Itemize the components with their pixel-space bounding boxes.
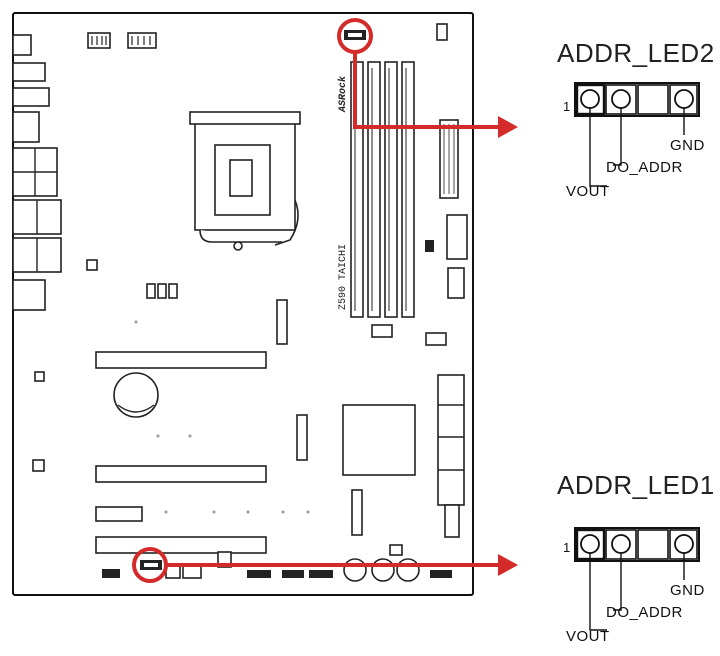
bottom-header-1 (102, 569, 120, 578)
arrow-head-top (498, 116, 518, 138)
bottom-header-6 (282, 570, 304, 578)
pinout-addr-led1: ADDR_LED1 1 GND DO_ADDR VOUT (557, 470, 715, 645)
fan-header-top (436, 23, 448, 41)
io-port-3 (12, 87, 50, 107)
bottom-round-3 (396, 558, 420, 582)
bottom-header-3 (182, 565, 202, 579)
pin-key (637, 529, 669, 560)
callout-line-top (353, 52, 500, 129)
m2-slot-2 (296, 414, 308, 461)
socket-retention-top (189, 111, 301, 125)
silkscreen-brand: ASRock (337, 75, 349, 113)
io-port-4 (12, 111, 40, 143)
header-title: ADDR_LED1 (557, 470, 715, 500)
pin-vout (580, 89, 600, 109)
chipset (342, 404, 416, 476)
connector-right-2 (425, 332, 447, 346)
bottom-header-8 (430, 570, 452, 578)
dimm-slot-4 (401, 61, 415, 318)
m2-slot-3 (351, 489, 363, 536)
cpu-power-connector-1 (87, 32, 111, 49)
io-port-5 (12, 279, 46, 311)
bottom-header-2 (165, 565, 181, 579)
label-do-addr: DO_ADDR (606, 159, 683, 176)
dimm-slot-3 (384, 61, 398, 318)
fan-header-mid (371, 324, 393, 338)
small-part-2 (389, 544, 403, 556)
io-port-1 (12, 34, 32, 56)
small-part (425, 240, 434, 252)
cmos-battery (113, 372, 159, 418)
m2-slot-1 (276, 299, 288, 345)
dimm-slot-2 (367, 61, 381, 318)
header-title: ADDR_LED2 (557, 38, 715, 68)
usb-header (446, 214, 468, 260)
silkscreen-model: Z590 TAICHI (338, 244, 349, 310)
mount-marker-1 (86, 259, 98, 271)
sata-ports (437, 374, 465, 506)
pin-gnd (674, 534, 694, 554)
mount-marker-2 (34, 371, 45, 382)
pin-gnd (674, 89, 694, 109)
pin-key (637, 84, 669, 115)
mount-marker-3 (32, 459, 45, 472)
pin1-marker: 1 (563, 99, 570, 114)
power-pins (91, 36, 151, 45)
label-do-addr: DO_ADDR (606, 604, 683, 621)
label-vout: VOUT (566, 628, 610, 645)
pin-vout (580, 534, 600, 554)
right-lower-header (444, 504, 460, 538)
bottom-header-7 (309, 570, 333, 578)
connector-right-1 (447, 267, 465, 299)
callout-bottom (132, 547, 518, 583)
socket-screw (233, 241, 243, 251)
pcie-slot-x1 (95, 506, 143, 522)
chip-1 (146, 283, 156, 299)
pin-do-addr (611, 89, 631, 109)
pcie-slot-1 (95, 351, 267, 369)
bottom-round-2 (371, 558, 395, 582)
label-gnd: GND (670, 582, 705, 599)
chip-2 (157, 283, 167, 299)
cpu-power-connector-2 (127, 32, 157, 49)
arrow-head-bottom (498, 554, 518, 576)
pinout-addr-led2: ADDR_LED2 1 GND DO_ADDR VOUT (557, 38, 715, 200)
callout-top (337, 18, 518, 138)
pcie-slot-3 (95, 536, 267, 554)
label-vout: VOUT (566, 183, 610, 200)
cpu-socket (189, 111, 301, 251)
label-gnd: GND (670, 137, 705, 154)
chip-3 (168, 283, 178, 299)
pcie-slot-2 (95, 465, 267, 483)
pin-do-addr (611, 534, 631, 554)
bottom-round-1 (343, 558, 367, 582)
io-port-2 (12, 62, 46, 82)
socket-core (229, 159, 253, 197)
pin1-marker: 1 (563, 540, 570, 555)
motherboard: Z590 TAICHI ASRock (12, 12, 474, 596)
bottom-header-5 (247, 570, 271, 578)
